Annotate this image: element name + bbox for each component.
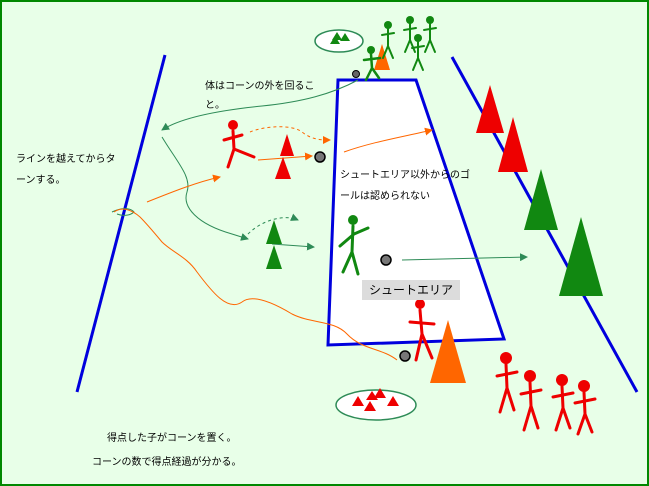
green-player-top — [362, 46, 382, 82]
left-sideline — [75, 54, 167, 393]
green-cone-large-2 — [559, 217, 603, 296]
shoot-area-label: シュートエリア — [362, 280, 460, 300]
shoot-rule-line1: シュートエリア以外からのゴ — [340, 170, 470, 181]
teal-dribble-path — [271, 242, 315, 251]
teal-dashed-path — [247, 213, 299, 235]
green-cone-large-1 — [524, 169, 558, 230]
green-cone-bowl — [314, 29, 364, 53]
green-cone-small-1 — [266, 220, 282, 244]
red-cone-small-2 — [275, 157, 291, 179]
red-cone-large-1 — [476, 85, 504, 133]
body-rule-line2: と。 — [205, 100, 225, 111]
orange-cone-top — [374, 44, 390, 70]
orange-cone-bottom — [430, 320, 466, 383]
cone-rule-line1: 得点した子がコーンを置く。 — [107, 433, 237, 444]
red-team-waiting — [495, 352, 597, 436]
ball-green-shooter — [380, 254, 392, 266]
orange-shot-arrow — [343, 127, 433, 153]
red-cone-small-1 — [280, 134, 294, 156]
teal-run-path-middle — [161, 136, 249, 241]
red-cone-bowl — [335, 388, 417, 421]
red-player-shooting — [408, 299, 436, 362]
turn-rule-line2: ーンする。 — [16, 175, 66, 186]
red-cone-large-2 — [498, 117, 528, 172]
ball-red-shooter — [314, 151, 326, 163]
orange-dashed-path — [249, 126, 331, 144]
ball-top — [352, 70, 360, 78]
orange-dribble-path — [257, 152, 313, 161]
green-cone-small-2 — [266, 245, 282, 269]
red-player-kicking — [222, 120, 256, 169]
green-player-shooting — [338, 215, 370, 276]
orange-return-path — [146, 174, 221, 203]
teal-shot-arrow — [401, 253, 528, 262]
orange-long-path — [113, 208, 398, 361]
ball-bottom — [399, 350, 411, 362]
body-rule-line1: 体はコーンの外を回るこ — [205, 81, 315, 92]
cone-rule-line2: コーンの数で得点経過が分かる。 — [92, 457, 242, 468]
shooting-area — [326, 78, 507, 347]
turn-rule-line1: ラインを越えてからタ — [16, 154, 116, 165]
green-team-waiting — [381, 16, 437, 71]
teal-run-path-top — [161, 79, 359, 131]
shoot-rule-line2: ールは認められない — [340, 191, 430, 202]
